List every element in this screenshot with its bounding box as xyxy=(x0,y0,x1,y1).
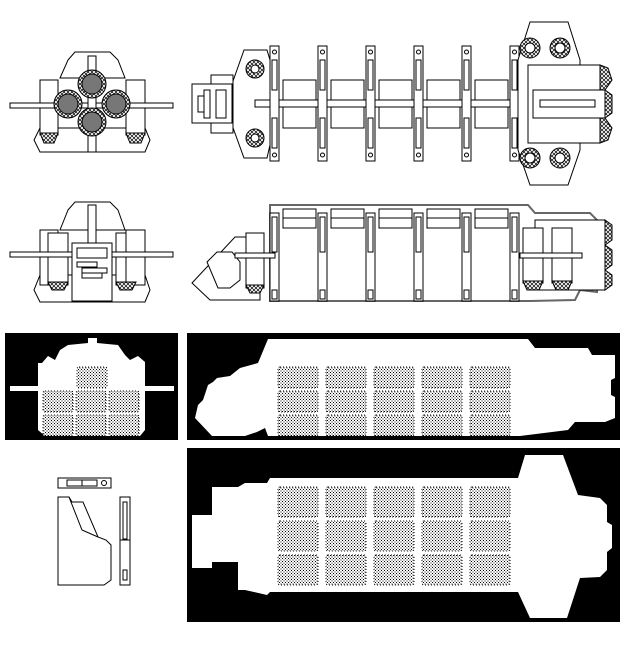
strut-foot xyxy=(511,289,518,300)
strut-slot xyxy=(511,117,518,149)
cargo-block xyxy=(373,366,415,389)
cargo-block xyxy=(373,554,415,586)
cargo-block xyxy=(421,486,463,518)
strut-foot xyxy=(319,289,326,300)
engine-core-icon xyxy=(81,73,103,95)
strut xyxy=(365,212,376,302)
strut xyxy=(413,212,424,302)
bolt-icon xyxy=(320,152,325,158)
strut-slot xyxy=(367,117,374,149)
strut-foot xyxy=(367,289,374,300)
strut-slot xyxy=(367,216,374,253)
bolt-icon xyxy=(272,152,277,158)
side-mask-panel xyxy=(187,333,620,440)
strut-slot xyxy=(319,117,326,149)
strut-slot xyxy=(319,59,326,91)
cargo-block xyxy=(277,366,319,389)
cargo-block xyxy=(277,520,319,552)
cargo-block xyxy=(469,520,511,552)
strut xyxy=(461,212,472,302)
cargo-block xyxy=(469,390,511,413)
strut-slot xyxy=(271,216,278,253)
cargo-block xyxy=(76,366,108,389)
thruster-core-icon xyxy=(554,152,566,164)
strut-slot xyxy=(463,216,470,253)
cargo-block xyxy=(325,520,367,552)
strut xyxy=(461,45,472,162)
bolt-icon xyxy=(512,152,517,158)
cargo-block xyxy=(421,366,463,389)
strut-slot xyxy=(415,216,422,253)
side-view xyxy=(191,204,613,302)
front-mask-panel xyxy=(5,333,178,440)
strut-slot xyxy=(271,117,278,149)
thruster-core-icon xyxy=(554,42,566,54)
parts-detail xyxy=(57,477,131,586)
cargo-block xyxy=(469,414,511,437)
cargo-block xyxy=(373,486,415,518)
cargo-block xyxy=(373,390,415,413)
strut xyxy=(317,45,328,162)
bolt-icon xyxy=(416,49,421,55)
top-view xyxy=(191,21,613,186)
strut-slot xyxy=(511,59,518,91)
engine-core-icon xyxy=(81,111,103,133)
strut-slot xyxy=(511,216,518,253)
top-mask-panel xyxy=(187,448,620,622)
strut-foot xyxy=(415,289,422,300)
cargo-block xyxy=(75,414,107,437)
cargo-block xyxy=(421,554,463,586)
bolt-icon xyxy=(320,49,325,55)
cargo-block xyxy=(325,414,367,437)
cargo-block xyxy=(469,554,511,586)
cargo-block xyxy=(75,390,107,413)
bolt-icon xyxy=(368,49,373,55)
strut-foot xyxy=(271,289,278,300)
engine-core-icon xyxy=(105,93,127,115)
cargo-block xyxy=(421,390,463,413)
cargo-block xyxy=(373,520,415,552)
thruster-core-icon xyxy=(524,152,536,164)
strut-slot xyxy=(415,59,422,91)
strut xyxy=(509,212,520,302)
strut xyxy=(413,45,424,162)
strut xyxy=(365,45,376,162)
strut-slot xyxy=(271,59,278,91)
strut xyxy=(269,45,280,162)
front-view-engines xyxy=(9,51,174,153)
bolt-icon xyxy=(416,152,421,158)
cargo-block xyxy=(277,554,319,586)
cargo-block xyxy=(421,414,463,437)
cargo-block xyxy=(277,486,319,518)
bolt-icon xyxy=(272,49,277,55)
cargo-block xyxy=(42,390,74,413)
cargo-block xyxy=(108,414,140,437)
strut-slot xyxy=(415,117,422,149)
bolt-icon xyxy=(464,49,469,55)
thruster-core-icon xyxy=(524,42,536,54)
strut-slot xyxy=(463,117,470,149)
bolt-icon xyxy=(512,49,517,55)
strut-foot xyxy=(463,289,470,300)
cargo-block xyxy=(325,486,367,518)
cargo-block xyxy=(469,486,511,518)
cargo-block xyxy=(108,390,140,413)
strut-slot xyxy=(367,59,374,91)
cargo-block xyxy=(469,366,511,389)
strut-slot xyxy=(319,216,326,253)
cargo-block xyxy=(277,414,319,437)
cargo-block xyxy=(277,390,319,413)
cargo-block xyxy=(325,366,367,389)
strut xyxy=(317,212,328,302)
engine-core-icon xyxy=(57,93,79,115)
cargo-block xyxy=(325,390,367,413)
front-view-cockpit xyxy=(9,201,174,303)
bolt-icon xyxy=(368,152,373,158)
cargo-block xyxy=(373,414,415,437)
cargo-block xyxy=(42,414,74,437)
strut-slot xyxy=(463,59,470,91)
bolt-icon xyxy=(464,152,469,158)
cargo-block xyxy=(421,520,463,552)
cargo-block xyxy=(325,554,367,586)
